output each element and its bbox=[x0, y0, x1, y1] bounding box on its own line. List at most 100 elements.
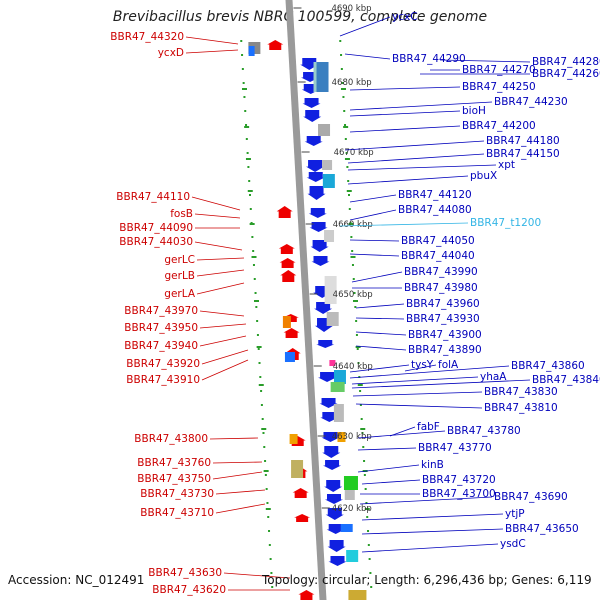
tick-dot bbox=[368, 558, 371, 560]
tick-bar bbox=[265, 508, 271, 510]
gene-label-right: BBR47_43890 bbox=[408, 344, 482, 356]
gene-label-left: BBR47_43620 bbox=[152, 584, 226, 596]
leader-line-left bbox=[199, 323, 247, 329]
gene-block bbox=[340, 524, 353, 532]
leader-line-right bbox=[361, 543, 499, 553]
gene-block bbox=[291, 460, 304, 478]
gene-label-right: BBR47_44250 bbox=[462, 81, 536, 93]
leader-line-left bbox=[194, 241, 243, 251]
gene-label-left: fosB bbox=[170, 208, 193, 220]
forward-gene-arrow bbox=[267, 40, 284, 50]
reverse-gene-arrow bbox=[320, 412, 339, 422]
tick-dot bbox=[355, 334, 358, 336]
reverse-gene-arrow bbox=[306, 172, 325, 182]
tick-dot bbox=[240, 40, 243, 42]
gene-label-left: BBR47_44110 bbox=[116, 191, 190, 203]
gene-label-right: ycxC bbox=[392, 11, 418, 23]
tick-dot bbox=[347, 180, 350, 182]
reverse-gene-arrow bbox=[325, 508, 344, 520]
gene-label-left: BBR47_43920 bbox=[126, 358, 200, 370]
tick-bar bbox=[360, 428, 366, 430]
kbp-label: 4640 kbp bbox=[333, 362, 373, 372]
gene-label-right: pbuX bbox=[470, 170, 497, 182]
leader-line-left bbox=[191, 196, 241, 211]
kbp-label: 4620 kbp bbox=[332, 504, 372, 514]
tick-dot bbox=[351, 250, 354, 252]
gene-label-right: BBR47_44150 bbox=[486, 148, 560, 160]
leader-line-left bbox=[194, 213, 241, 219]
tick-bar bbox=[241, 88, 247, 90]
tick-dot bbox=[366, 516, 369, 518]
kbp-label: 4650 kbp bbox=[333, 290, 373, 300]
leader-line-right bbox=[349, 209, 397, 221]
gene-label-right: BBR47_44180 bbox=[486, 135, 560, 147]
gene-label-right: ytjP bbox=[505, 508, 525, 520]
tick-dot bbox=[343, 110, 346, 112]
reverse-gene-arrow bbox=[324, 480, 343, 492]
kbp-label: 4670 kbp bbox=[334, 148, 374, 158]
gene-label-right: folA bbox=[438, 359, 459, 371]
leader-line-right bbox=[355, 331, 407, 336]
gene-label-right: BBR47_44200 bbox=[462, 120, 536, 132]
gene-label-right: BBR47_43980 bbox=[404, 282, 478, 294]
leader-line-right bbox=[339, 16, 391, 37]
gene-label-right: BBR47_44270 bbox=[462, 64, 536, 76]
tick-dot bbox=[344, 138, 347, 140]
tick-bar bbox=[344, 158, 350, 160]
gene-label-right: BBR47_43860 bbox=[511, 360, 585, 372]
gene-label-right: BBR47_43900 bbox=[408, 329, 482, 341]
gene-label-right: kinB bbox=[421, 459, 444, 471]
leader-line-right bbox=[339, 222, 469, 227]
tick-dot bbox=[367, 544, 370, 546]
tick-dot bbox=[339, 40, 342, 42]
tick-dot bbox=[251, 236, 254, 238]
gene-label-right: BBR47_44280 bbox=[532, 56, 600, 68]
tick-dot bbox=[256, 320, 259, 322]
tick-dot bbox=[354, 306, 357, 308]
gene-label-right: BBR47_43960 bbox=[406, 298, 480, 310]
tick-dot bbox=[342, 96, 345, 98]
leader-line-right bbox=[349, 364, 410, 373]
tick-dot bbox=[271, 586, 274, 588]
reverse-gene-arrow bbox=[310, 240, 329, 252]
reverse-gene-arrow bbox=[324, 494, 343, 504]
leader-line-right bbox=[349, 86, 461, 91]
gene-block bbox=[343, 476, 358, 490]
gene-block bbox=[248, 46, 255, 56]
gene-label-left: ycxD bbox=[158, 47, 184, 59]
tick-dot bbox=[262, 432, 265, 434]
tick-dot bbox=[257, 348, 260, 350]
leader-line-right bbox=[351, 376, 479, 385]
tick-dot bbox=[359, 404, 362, 406]
leader-line-right bbox=[439, 59, 531, 63]
tick-dot bbox=[264, 474, 267, 476]
tick-dot bbox=[355, 320, 358, 322]
tick-dot bbox=[360, 418, 363, 420]
forward-gene-arrow bbox=[280, 270, 297, 282]
gene-label-left: BBR47_43940 bbox=[124, 340, 198, 352]
reverse-gene-arrow bbox=[316, 340, 335, 348]
tick-bar bbox=[346, 190, 352, 192]
leader-line-left bbox=[196, 282, 245, 295]
gene-block bbox=[324, 230, 335, 242]
gene-label-left: BBR47_43730 bbox=[140, 488, 214, 500]
leader-line-left bbox=[215, 489, 266, 495]
gene-label-right: BBR47_43810 bbox=[484, 402, 558, 414]
tick-bar bbox=[247, 190, 253, 192]
tick-dot bbox=[268, 530, 271, 532]
gene-block bbox=[333, 370, 346, 384]
gene-label-left: BBR47_43710 bbox=[140, 507, 214, 519]
gene-block bbox=[324, 276, 337, 304]
gene-block bbox=[313, 62, 317, 92]
tick-dot bbox=[242, 82, 245, 84]
leader-line-right bbox=[351, 379, 531, 389]
gene-label-left: BBR47_43760 bbox=[137, 457, 211, 469]
gene-label-left: gerLB bbox=[165, 270, 196, 282]
gene-block bbox=[284, 352, 295, 362]
leader-line-left bbox=[196, 269, 245, 277]
gene-label-right: BBR47_44260 bbox=[532, 68, 600, 80]
tick-bar bbox=[343, 126, 349, 128]
gene-label-right: BBR47_43780 bbox=[447, 425, 521, 437]
